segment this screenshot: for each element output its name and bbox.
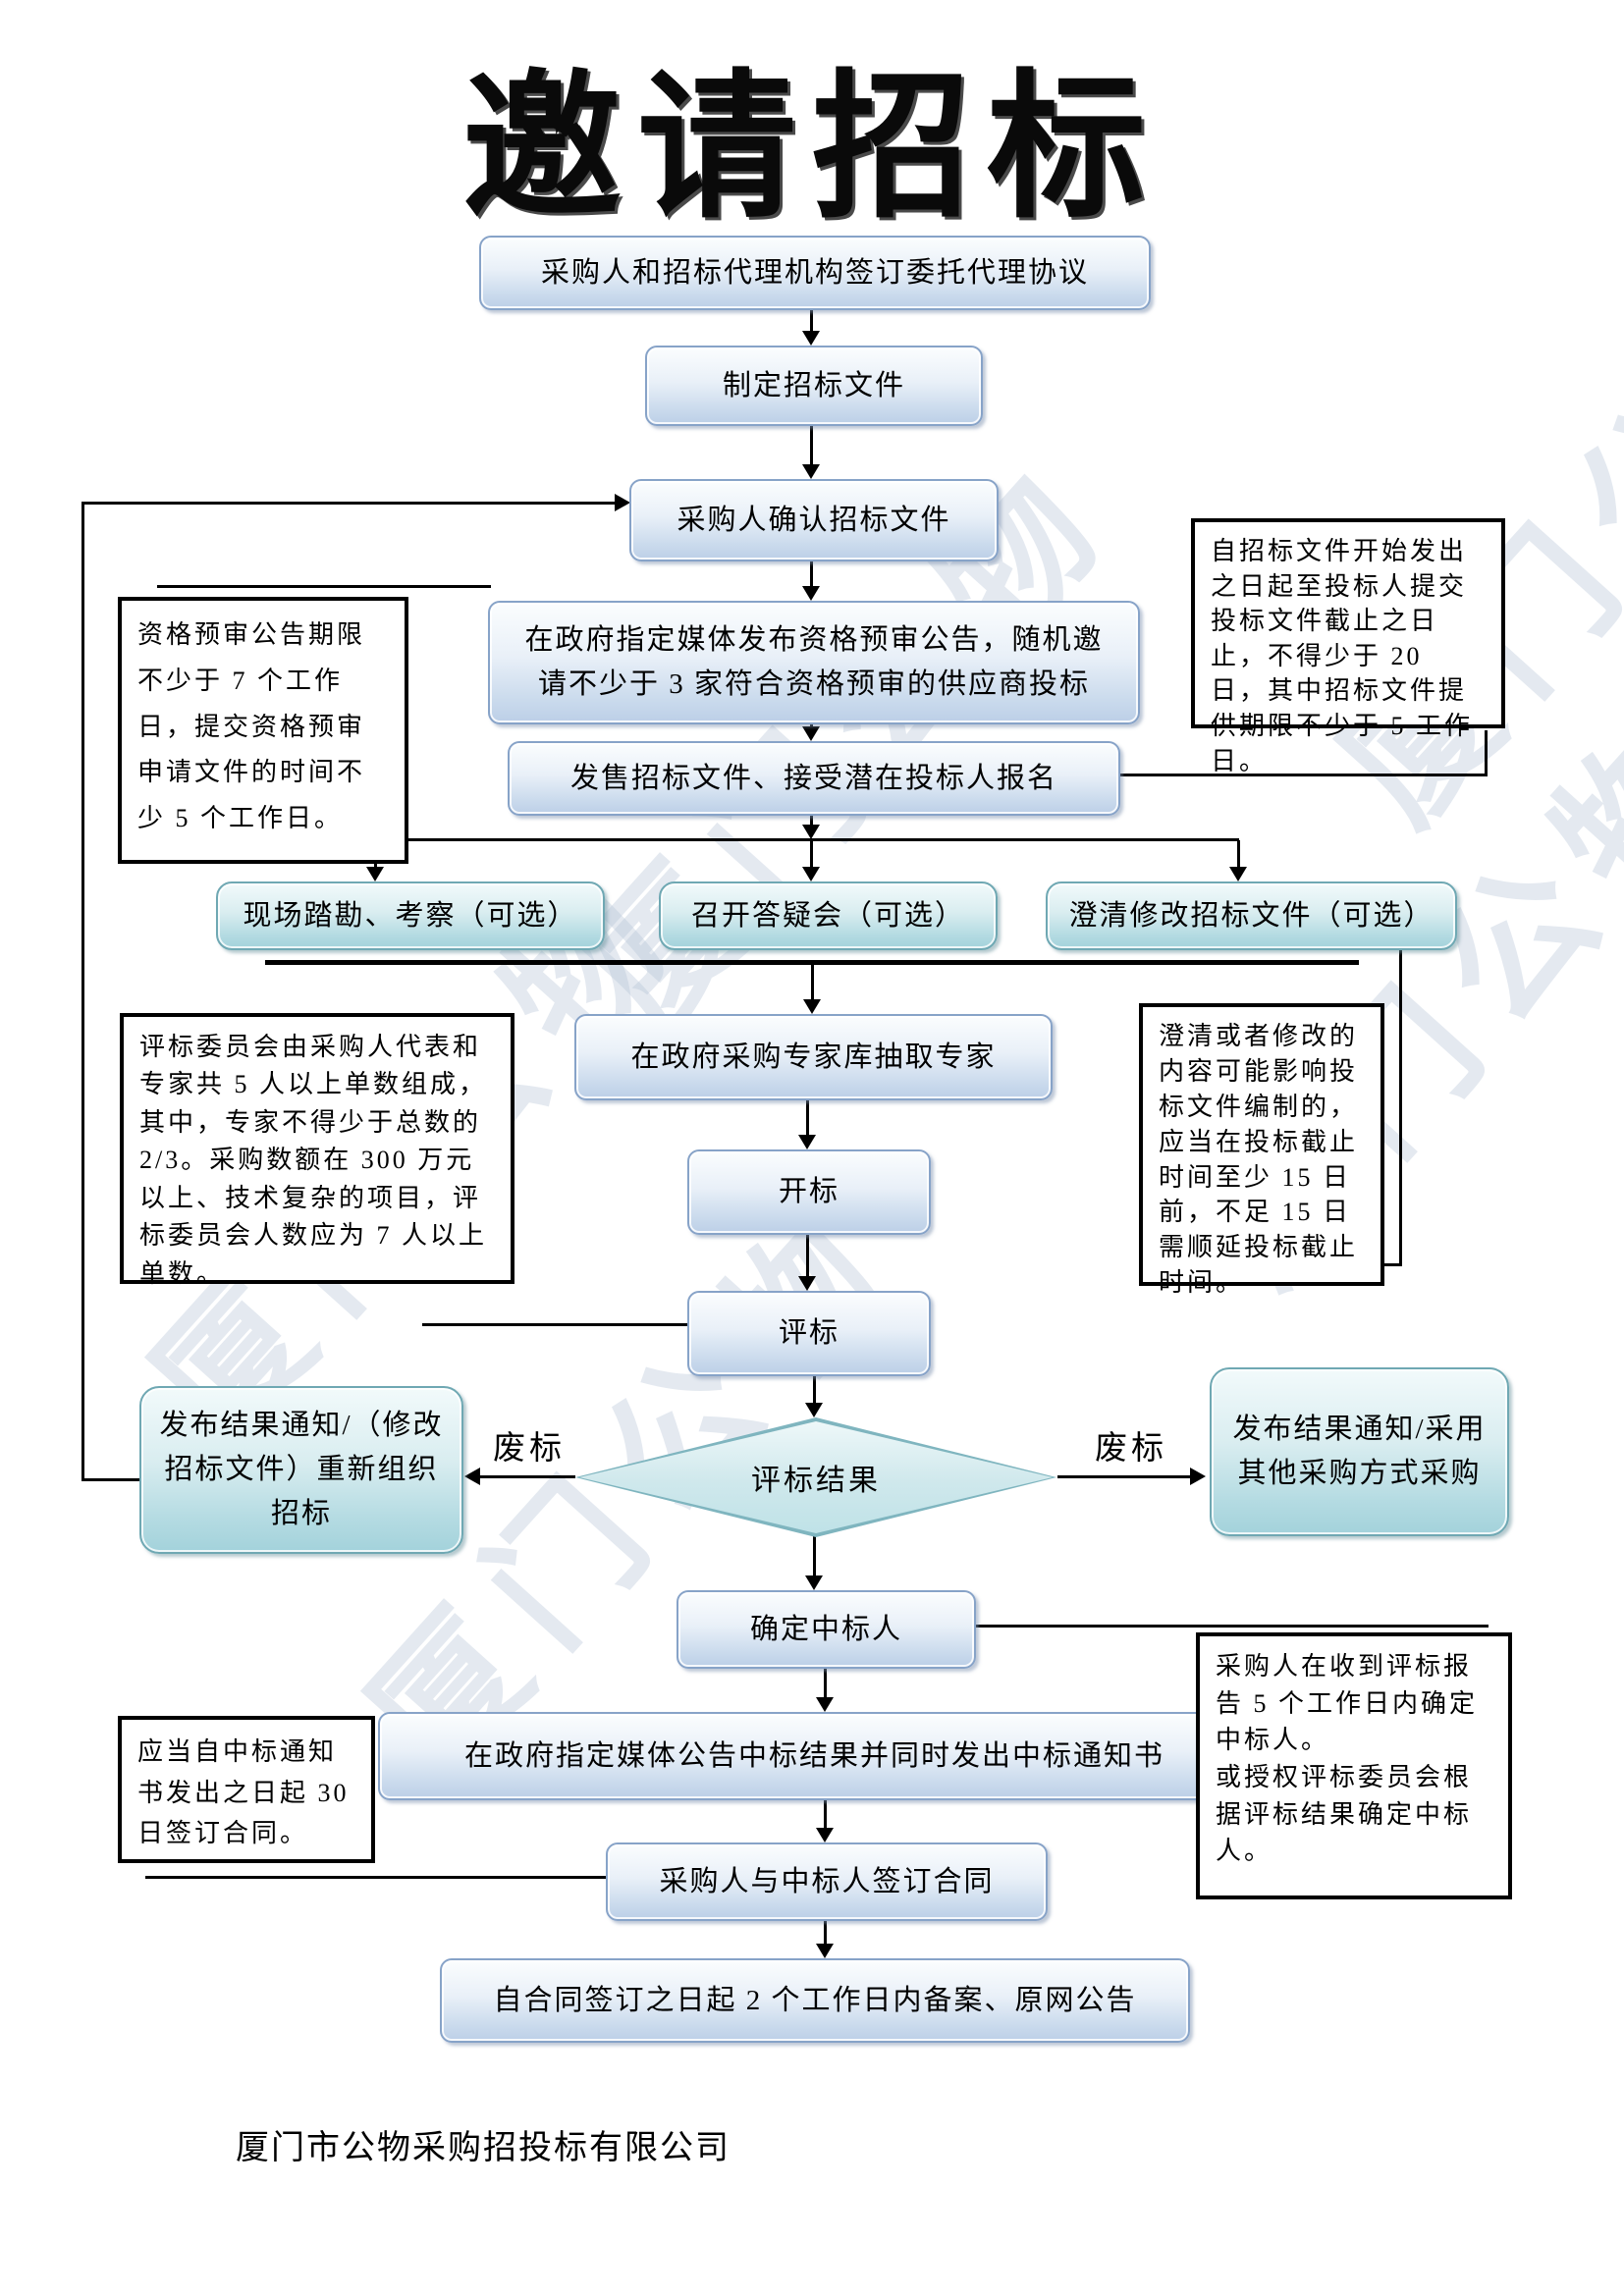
- flow-box-label: 采购人与中标人签订合同: [659, 1865, 995, 1897]
- flow-box-clarify-docs: 澄清修改招标文件（可选）: [1046, 881, 1457, 950]
- arrow-down-icon: [798, 1276, 816, 1291]
- note-winner: 采购人在收到评标报告 5 个工作日内确定中标人。 或授权评标委员会根据评标结果确…: [1196, 1632, 1512, 1899]
- flow-box-label-line1: 在政府指定媒体发布资格预审公告，随机邀: [524, 624, 1104, 657]
- connector-line: [480, 1475, 575, 1478]
- note-committee: 评标委员会由采购人代表和专家共 5 人以上单数组成，其中，专家不得少于总数的 2…: [120, 1013, 514, 1288]
- note-contract: 应当自中标通知书发出之日起 30 日签订合同。: [118, 1716, 375, 1863]
- connector-line: [1399, 946, 1402, 1266]
- arrow-right-icon: [615, 494, 630, 511]
- flow-box-filing: 自合同签订之日起 2 个工作日内备案、原网公告: [440, 1958, 1190, 2043]
- connector-line: [824, 1917, 827, 1945]
- arrow-down-icon: [802, 825, 820, 839]
- note-winner-line1: 采购人在收到评标报告 5 个工作日内确定中标人。: [1216, 1652, 1479, 1755]
- connector-line: [810, 812, 813, 826]
- flow-box-label: 采购人确认招标文件: [677, 504, 951, 536]
- connector-line: [157, 585, 491, 588]
- flow-box-label: 澄清修改招标文件（可选）: [1068, 899, 1435, 932]
- company-name: 厦门市公物采购招投标有限公司: [236, 2130, 731, 2166]
- branch-label-reject-right: 废标: [1095, 1431, 1167, 1467]
- connector-line: [810, 840, 813, 867]
- decision-label: 评标结果: [751, 1465, 881, 1497]
- flow-box-sign-contract: 采购人与中标人签订合同: [606, 1842, 1048, 1921]
- flow-box-label: 发售招标文件、接受潜在投标人报名: [569, 762, 1057, 794]
- flow-box-bid-evaluation: 评标: [687, 1291, 931, 1376]
- flow-box-label: 召开答疑会（可选）: [690, 899, 965, 932]
- connector-line: [806, 1231, 809, 1277]
- connector-line: [811, 965, 814, 1000]
- flow-box-label: 评标: [778, 1317, 839, 1350]
- flow-box-label: 发布结果通知/（修改招标文件）重新组织招标: [159, 1410, 444, 1529]
- flow-box-sign-agency: 采购人和招标代理机构签订委托代理协议: [479, 236, 1151, 310]
- arrow-down-icon: [798, 1135, 816, 1149]
- flow-box-retender: 发布结果通知/（修改招标文件）重新组织招标: [139, 1386, 463, 1554]
- page-title: 邀请招标: [462, 62, 1162, 238]
- flow-box-site-survey: 现场踏勘、考察（可选）: [216, 881, 605, 950]
- arrow-down-icon: [1229, 867, 1247, 881]
- flow-box-sell-docs: 发售招标文件、接受潜在投标人报名: [508, 741, 1120, 816]
- connector-line: [375, 838, 1239, 841]
- connector-line: [824, 1796, 827, 1829]
- connector-line: [810, 422, 813, 465]
- arrow-down-icon: [816, 1944, 834, 1958]
- flow-box-other-method: 发布结果通知/采用其他采购方式采购: [1210, 1367, 1509, 1536]
- arrow-left-icon: [464, 1468, 480, 1485]
- connector-line: [81, 502, 84, 1480]
- connector-line: [81, 502, 616, 505]
- flow-box-label-line2: 请不少于 3 家符合资格预审的供应商投标: [537, 668, 1090, 700]
- flow-box-draw-experts: 在政府采购专家库抽取专家: [574, 1014, 1053, 1100]
- flow-box-label: 制定招标文件: [722, 369, 905, 401]
- arrow-down-icon: [802, 586, 820, 601]
- flow-box-label: 自合同签订之日起 2 个工作日内备案、原网公告: [493, 1984, 1137, 2016]
- flow-box-bid-opening: 开标: [687, 1149, 931, 1235]
- note-doc-period: 自招标文件开始发出之日起至投标人提交投标文件截止之日止，不得少于 20 日，其中…: [1191, 518, 1505, 775]
- note-winner-line2: 或授权评标委员会根据评标结果确定中标人。: [1216, 1763, 1473, 1866]
- connector-line: [813, 1372, 816, 1404]
- connector-line: [810, 558, 813, 587]
- arrow-down-icon: [816, 1828, 834, 1842]
- arrow-down-icon: [802, 331, 820, 346]
- arrow-down-icon: [802, 726, 820, 741]
- arrow-down-icon: [805, 1575, 823, 1590]
- flow-box-draft-docs: 制定招标文件: [645, 346, 983, 426]
- arrow-down-icon: [805, 1403, 823, 1417]
- branch-label-reject-left: 废标: [493, 1431, 566, 1467]
- flow-box-confirm-docs: 采购人确认招标文件: [629, 479, 999, 561]
- connector-line: [265, 960, 1359, 965]
- arrow-down-icon: [366, 867, 384, 881]
- arrow-down-icon: [802, 867, 820, 881]
- note-clarify: 澄清或者修改的内容可能影响投标文件编制的，应当在投标截止时间至少 15 日前，不…: [1139, 1003, 1384, 1297]
- arrow-down-icon: [816, 1697, 834, 1712]
- connector-line: [422, 1323, 689, 1326]
- flow-box-prequal-announce: 在政府指定媒体发布资格预审公告，随机邀 请不少于 3 家符合资格预审的供应商投标: [488, 601, 1140, 724]
- flow-box-label: 确定中标人: [749, 1613, 902, 1645]
- connector-line: [813, 1536, 816, 1576]
- arrow-down-icon: [802, 464, 820, 479]
- connector-line: [1237, 840, 1240, 867]
- flow-box-label: 现场踏勘、考察（可选）: [243, 899, 578, 932]
- connector-line: [810, 721, 813, 728]
- connector-line: [1116, 774, 1488, 776]
- flow-box-label: 采购人和招标代理机构签订委托代理协议: [540, 256, 1089, 289]
- arrow-right-icon: [1190, 1468, 1206, 1485]
- flow-box-determine-winner: 确定中标人: [677, 1590, 976, 1669]
- note-prequal-period: 资格预审公告期限不少于 7 个工作日，提交资格预审申请文件的时间不少 5 个工作…: [118, 597, 408, 864]
- arrow-down-icon: [803, 999, 821, 1014]
- flow-box-label: 发布结果通知/采用其他采购方式采购: [1232, 1414, 1487, 1489]
- connector-line: [810, 306, 813, 332]
- flow-box-qa-meeting: 召开答疑会（可选）: [659, 881, 998, 950]
- flow-box-label: 在政府指定媒体公告中标结果并同时发出中标通知书: [463, 1739, 1164, 1772]
- connector-line: [1057, 1475, 1190, 1478]
- connector-line: [1485, 730, 1488, 776]
- flow-box-label: 在政府采购专家库抽取专家: [630, 1041, 997, 1073]
- flow-box-announce-winner: 在政府指定媒体公告中标结果并同时发出中标通知书: [378, 1712, 1251, 1800]
- connector-line: [1384, 1263, 1402, 1266]
- flow-box-label: 开标: [778, 1176, 839, 1208]
- connector-line: [145, 1876, 606, 1879]
- connector-line: [972, 1625, 1489, 1628]
- connector-line: [824, 1665, 827, 1698]
- connector-line: [806, 1096, 809, 1136]
- connector-line: [81, 1478, 140, 1481]
